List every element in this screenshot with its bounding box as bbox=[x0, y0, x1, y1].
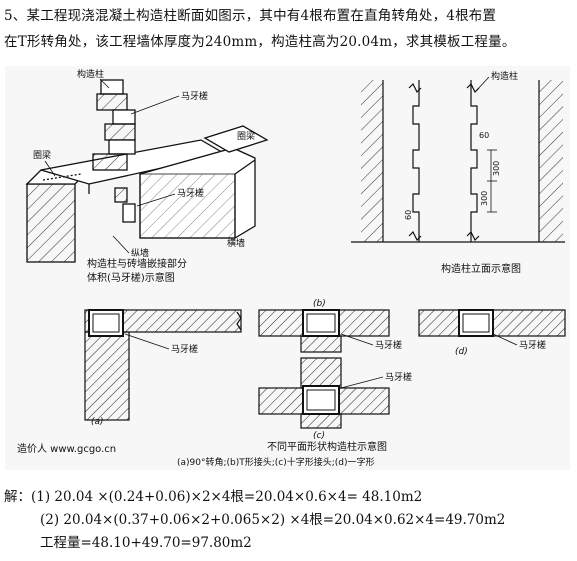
plans-drawing bbox=[84, 309, 566, 429]
solution-line-1: 解：(1) 20.04 ×(0.24+0.06)×2×4根=20.04×0.6×… bbox=[4, 489, 423, 505]
elevation-dim-300-a: 300 bbox=[480, 191, 489, 206]
plan-horse-d: 马牙槎 bbox=[519, 339, 546, 351]
plan-label-b: (b) bbox=[313, 299, 326, 309]
plan-label-c: (c) bbox=[313, 431, 325, 441]
elevation-drawing bbox=[351, 80, 565, 243]
elevation-dim-60-top: 60 bbox=[479, 131, 489, 140]
question-line-1: 5、某工程现浇混凝土构造柱断面如图示，其中有4根布置在直角转角处，4根布置 bbox=[4, 8, 497, 24]
iso-label-ring-beam-left: 圈梁 bbox=[33, 149, 51, 161]
elevation-dim-60-bottom: 60 bbox=[404, 210, 413, 220]
iso-label-column: 构造柱 bbox=[77, 68, 104, 80]
solution-line-3: 工程量=48.10+49.70=97.80m2 bbox=[40, 535, 252, 551]
elevation-dim-300-b: 300 bbox=[492, 161, 501, 176]
solution-text: 解：(1) 20.04 ×(0.24+0.06)×2×4根=20.04×0.6×… bbox=[4, 486, 574, 555]
elevation-labels: 构造柱 60 300 300 60 构造柱立面示意图 bbox=[404, 70, 521, 275]
iso-label-horse-mid: 马牙槎 bbox=[177, 187, 204, 199]
question-text: 5、某工程现浇混凝土构造柱断面如图示，其中有4根布置在直角转角处，4根布置 在T… bbox=[4, 3, 572, 55]
iso-label-ring-beam-right: 圈梁 bbox=[237, 130, 255, 142]
iso-label-wall-vertical: 纵墙 bbox=[131, 247, 149, 259]
iso-drawing bbox=[25, 79, 269, 263]
plan-horse-b: 马牙槎 bbox=[375, 339, 402, 351]
iso-label-horse-top: 马牙槎 bbox=[181, 90, 208, 102]
plan-horse-a: 马牙槎 bbox=[171, 343, 198, 355]
plan-label-a: (a) bbox=[91, 417, 104, 427]
elevation-label-column: 构造柱 bbox=[491, 70, 518, 82]
elevation-caption: 构造柱立面示意图 bbox=[441, 262, 521, 275]
plan-label-d: (d) bbox=[455, 347, 468, 357]
watermark: 造价人 www.gcgo.cn bbox=[17, 442, 116, 455]
iso-caption-line2: 体积(马牙槎)示意图 bbox=[87, 271, 175, 284]
solution-line-2: (2) 20.04×(0.37+0.06×2+0.065×2) ×4根=20.0… bbox=[40, 512, 506, 528]
iso-label-wall-horizontal: 横墙 bbox=[227, 237, 245, 249]
question-line-2: 在T形转角处，该工程墙体厚度为240mm，构造柱高为20.04m，求其模板工程量… bbox=[4, 34, 516, 50]
figure-drawing: 构造柱 马牙槎 圈梁 圈梁 马牙槎 纵墙 横墙 构造柱与砖墙嵌接部分 体积(马牙… bbox=[5, 66, 570, 470]
plans-labels: (a) (b) (c) (d) 马牙槎 马牙槎 马牙槎 马牙槎 造价人 www.… bbox=[17, 299, 546, 468]
plans-caption-line1: 不同平面形状构造柱示意图 bbox=[267, 440, 387, 453]
iso-caption-line1: 构造柱与砖墙嵌接部分 bbox=[87, 257, 187, 270]
figure-panel: 构造柱 马牙槎 圈梁 圈梁 马牙槎 纵墙 横墙 构造柱与砖墙嵌接部分 体积(马牙… bbox=[5, 66, 570, 470]
iso-labels: 构造柱 马牙槎 圈梁 圈梁 马牙槎 纵墙 横墙 构造柱与砖墙嵌接部分 体积(马牙… bbox=[33, 68, 255, 284]
plans-caption-line2: (a)90°转角;(b)T形接头;(c)十字形接头;(d)一字形 bbox=[177, 456, 375, 468]
plan-horse-c: 马牙槎 bbox=[385, 371, 412, 383]
